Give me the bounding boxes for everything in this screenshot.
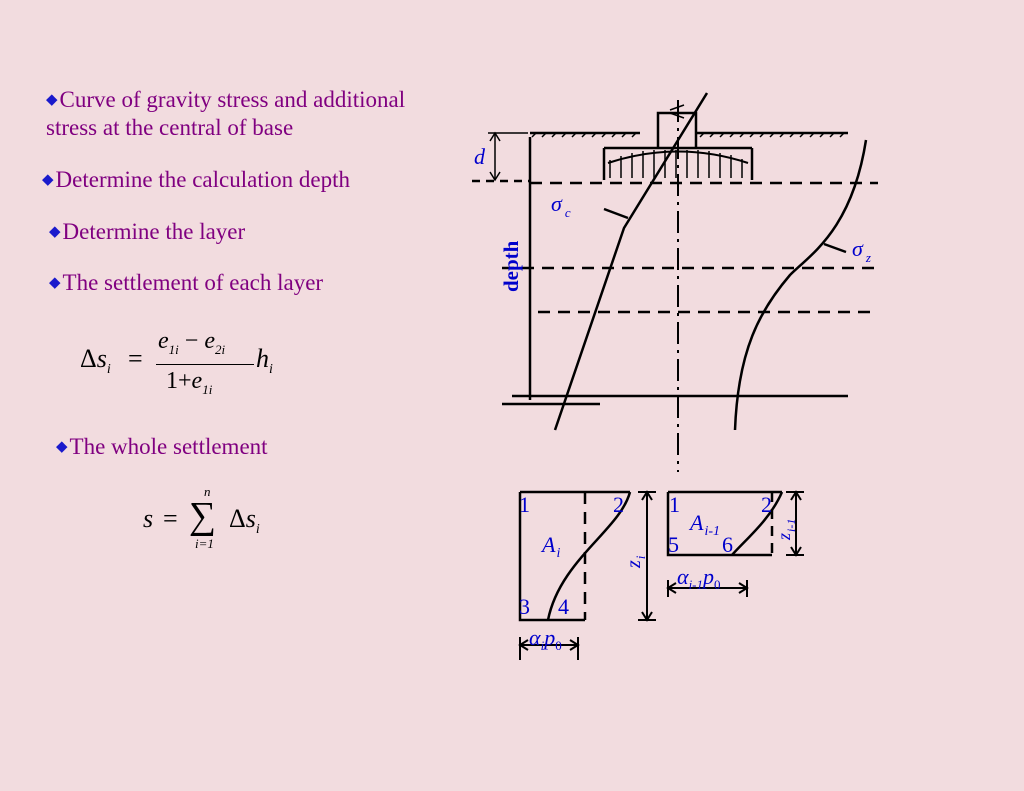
bullet-text-cont: stress at the central of base	[46, 115, 294, 140]
bullet-gravity-stress: ◆Curve of gravity stress and additional …	[46, 86, 466, 142]
panel-left	[518, 490, 656, 660]
sigma-c-leader	[603, 207, 629, 220]
point-1-label-right: 1	[669, 492, 680, 517]
bullet-whole-settlement: ◆The whole settlement	[56, 433, 268, 461]
area-ai-1-label: Ai-1	[688, 510, 720, 539]
bullet-text: The settlement of each layer	[62, 270, 324, 295]
bullet-text: Determine the calculation depth	[55, 167, 350, 192]
sigma-c-curve	[553, 92, 709, 431]
sigma-z-leader	[823, 242, 847, 254]
zi-label: zi	[623, 555, 648, 569]
alpha-i-p0-label: αip0	[529, 625, 562, 653]
sigma-z-curve	[733, 139, 868, 431]
point-2-label-right: 2	[761, 492, 772, 517]
point-3-label: 3	[519, 594, 530, 619]
pressure-arrows	[609, 150, 743, 178]
diamond-bullet-icon: ◆	[49, 224, 61, 240]
total-settlement-formula: s = n ∑ i=1 Δsi	[143, 484, 260, 551]
area-ai-label: Ai	[540, 532, 560, 561]
point-1-label: 1	[519, 492, 530, 517]
diamond-bullet-icon: ◆	[42, 172, 54, 188]
diamond-bullet-icon: ◆	[49, 275, 61, 291]
bullet-calculation-depth: ◆Determine the calculation depth	[42, 166, 350, 194]
d-label: d	[474, 144, 486, 169]
layer-settlement-formula: Δsi = e1i − e2i 1+e1i hi	[80, 328, 273, 397]
diamond-bullet-icon: ◆	[56, 439, 68, 455]
zi-1-label: zi-1	[774, 519, 798, 541]
point-4-label: 4	[558, 594, 569, 619]
panel-right	[666, 490, 804, 597]
ground-hatching	[531, 132, 845, 138]
point-5-label: 5	[668, 532, 679, 557]
point-6-label: 6	[722, 532, 733, 557]
depth-label: depth	[499, 240, 523, 292]
bullet-text: The whole settlement	[69, 434, 268, 459]
bullet-text: Curve of gravity stress and additional	[59, 87, 406, 112]
bullet-determine-layer: ◆Determine the layer	[49, 218, 245, 246]
point-2-label: 2	[613, 492, 624, 517]
alpha-i-1-p0-label: αi-1p0	[677, 564, 721, 592]
bullet-text: Determine the layer	[62, 219, 246, 244]
bullet-layer-settlement: ◆The settlement of each layer	[49, 269, 323, 297]
diamond-bullet-icon: ◆	[46, 92, 58, 108]
